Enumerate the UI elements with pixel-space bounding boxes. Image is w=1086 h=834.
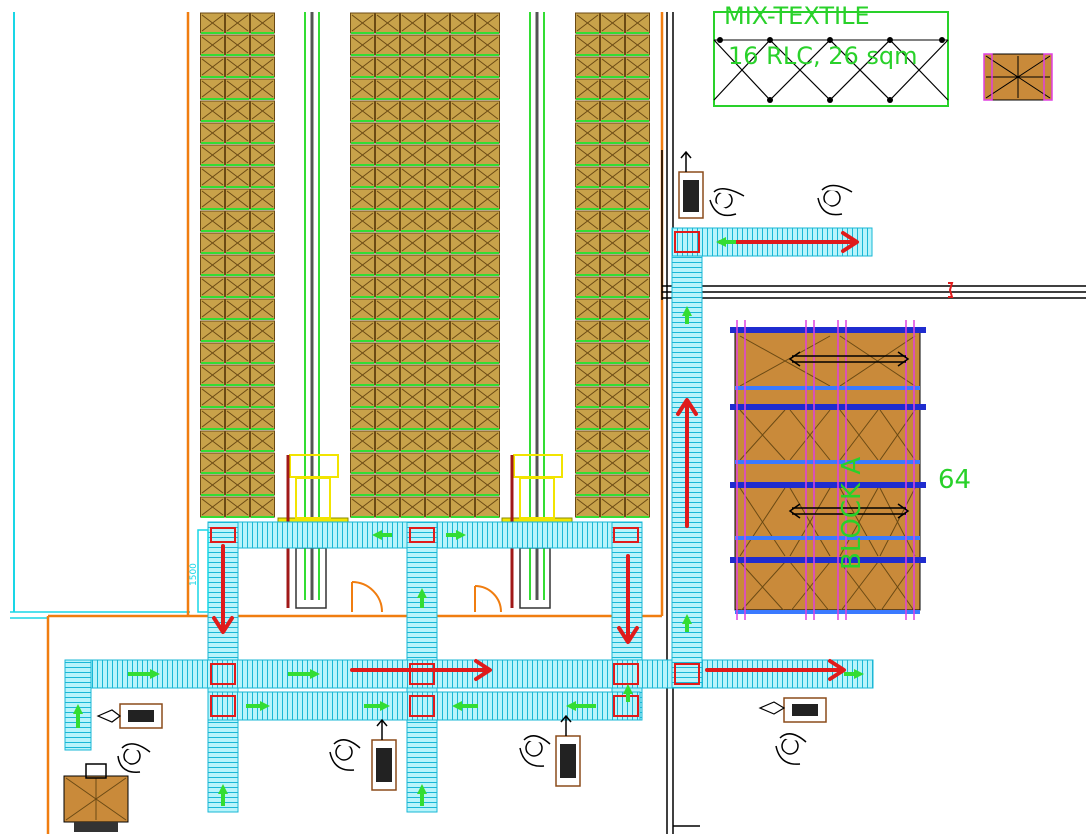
rack-aisle-2-right [575, 12, 650, 518]
block-number: 64 [938, 465, 971, 495]
pallet-icon [983, 53, 1053, 101]
mezzanine-area: MIX-TEXTILE 16 RLC, 26 sqm [713, 2, 949, 107]
door-icon [474, 585, 502, 613]
flow-arrows-green [73, 237, 864, 806]
workstation-icon [678, 150, 704, 219]
rack-aisle-2-left [425, 12, 500, 518]
operator-icon [117, 743, 151, 773]
rack-aisle-1-right [350, 12, 425, 518]
rack-aisle-1-left [200, 12, 275, 518]
printer-icon [758, 697, 827, 723]
conveyor-system [64, 227, 874, 813]
block-label: BLOCK A [837, 457, 867, 570]
flow-arrows-red [212, 231, 859, 681]
conveyor-main-upper [64, 659, 874, 689]
operator-icon [329, 739, 361, 771]
door-icon [351, 581, 383, 613]
crane-aisles [304, 12, 545, 600]
block-a-pallet-rack: BLOCK A 64 [730, 320, 971, 620]
operator-icon [775, 733, 807, 765]
pallet-icon [63, 763, 129, 832]
operator-icon [817, 184, 853, 216]
storage-racks [200, 12, 650, 518]
mezzanine-title: MIX-TEXTILE [724, 2, 870, 30]
mezzanine-capacity: 16 RLC, 26 sqm [728, 42, 918, 70]
workstation-icon [371, 718, 397, 791]
operator-icon [709, 188, 745, 217]
printer-icon [96, 703, 163, 729]
side-tag: 1500 [189, 563, 199, 586]
operator-icon [519, 735, 551, 767]
workstation-icon [555, 714, 581, 787]
